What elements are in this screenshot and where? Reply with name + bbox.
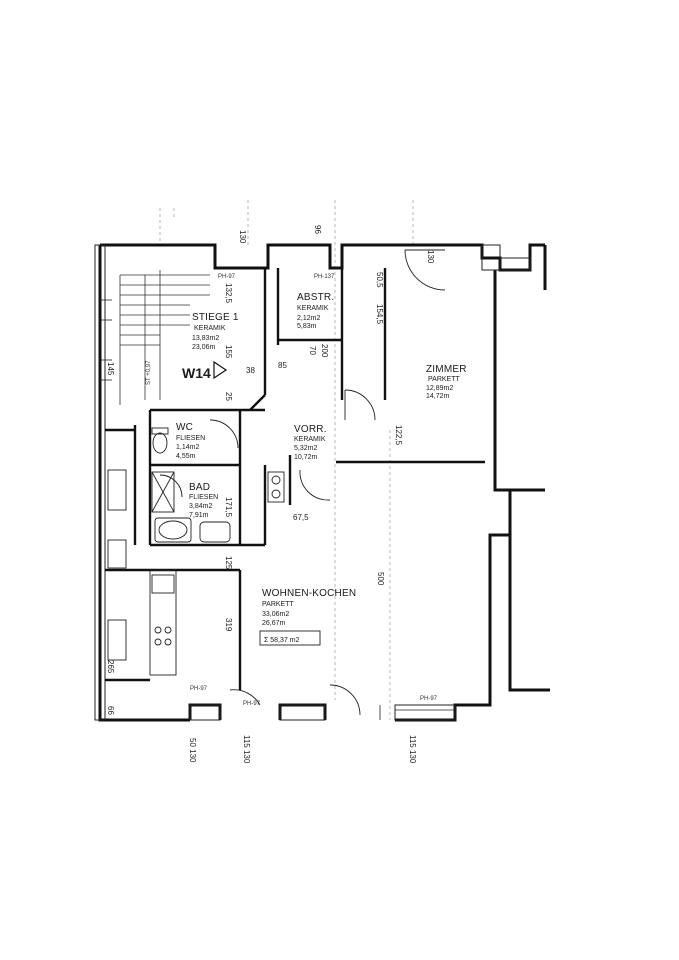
windows — [100, 299, 455, 720]
svg-text:14,72m: 14,72m — [426, 393, 450, 400]
svg-text:1,14m2: 1,14m2 — [176, 444, 199, 451]
svg-text:96: 96 — [313, 225, 322, 234]
svg-text:155: 155 — [224, 345, 233, 359]
svg-text:FLIESEN: FLIESEN — [189, 494, 218, 501]
svg-text:23,06m: 23,06m — [192, 344, 216, 351]
svg-text:38: 38 — [246, 366, 255, 375]
ph-tags: PH-97 PH-137 PH-97 PH-97 PH-97 — [190, 274, 438, 707]
svg-text:KERAMIK: KERAMIK — [194, 325, 226, 332]
svg-text:85: 85 — [278, 361, 287, 370]
svg-text:115 130: 115 130 — [242, 735, 251, 764]
svg-text:W14: W14 — [182, 365, 211, 381]
svg-text:26,67m: 26,67m — [262, 620, 286, 627]
svg-text:130: 130 — [238, 230, 247, 244]
svg-text:ABSTR.: ABSTR. — [297, 292, 334, 303]
svg-text:FLIESEN: FLIESEN — [176, 435, 205, 442]
svg-text:125: 125 — [224, 556, 233, 570]
door-swings — [159, 249, 446, 716]
svg-text:BAD: BAD — [189, 482, 210, 493]
svg-text:265: 265 — [106, 660, 115, 674]
svg-text:ZIMMER: ZIMMER — [426, 364, 467, 375]
unit-label: W14 — [182, 360, 228, 381]
svg-text:VORR.: VORR. — [294, 424, 327, 435]
svg-text:PH-97: PH-97 — [420, 696, 438, 702]
svg-text:STIEGE 1: STIEGE 1 — [192, 312, 239, 323]
svg-text:25: 25 — [224, 392, 233, 401]
svg-text:500: 500 — [376, 572, 385, 586]
room-wohnen-kochen: WOHNEN-KOCHEN PARKETT 33,06m2 26,67m — [262, 588, 356, 627]
total-area-box: Σ 58,37 m2 — [259, 630, 321, 646]
room-abstr: ABSTR. KERAMIK 2,12m2 5,83m — [297, 292, 334, 330]
svg-text:122,5: 122,5 — [394, 425, 403, 446]
room-vorr: VORR. KERAMIK 5,32m2 10,72m — [294, 424, 327, 461]
svg-text:7,91m: 7,91m — [189, 512, 209, 519]
room-bad: BAD FLIESEN 3,84m2 7,91m — [189, 482, 218, 519]
svg-text:PARKETT: PARKETT — [262, 601, 294, 608]
fixtures — [107, 427, 285, 676]
svg-text:154,5: 154,5 — [375, 304, 384, 325]
svg-text:ST +0,97: ST +0,97 — [146, 360, 152, 385]
svg-text:319: 319 — [224, 618, 233, 632]
room-stiege: STIEGE 1 KERAMIK 13,83m2 23,06m — [192, 312, 239, 351]
svg-text:33,06m2: 33,06m2 — [262, 611, 289, 618]
room-zimmer: ZIMMER PARKETT 12,89m2 14,72m — [426, 364, 467, 400]
svg-text:KERAMIK: KERAMIK — [297, 305, 329, 312]
svg-text:PARKETT: PARKETT — [428, 376, 460, 383]
stair-treads — [119, 270, 210, 405]
svg-text:10,72m: 10,72m — [294, 454, 318, 461]
svg-text:4,55m: 4,55m — [176, 453, 196, 460]
exterior-walls — [98, 243, 550, 722]
svg-text:145: 145 — [106, 362, 115, 376]
svg-text:12,89m2: 12,89m2 — [426, 385, 453, 392]
svg-text:5,83m: 5,83m — [297, 323, 317, 330]
svg-text:3,84m2: 3,84m2 — [189, 503, 212, 510]
svg-text:115 130: 115 130 — [408, 735, 417, 764]
svg-text:PH-97: PH-97 — [218, 274, 236, 280]
svg-text:2,12m2: 2,12m2 — [297, 315, 320, 322]
svg-text:130: 130 — [426, 250, 435, 264]
svg-text:66: 66 — [106, 706, 115, 715]
svg-text:5,32m2: 5,32m2 — [294, 445, 317, 452]
room-wc: WC FLIESEN 1,14m2 4,55m — [176, 422, 205, 460]
svg-text:171,5: 171,5 — [224, 497, 233, 518]
svg-text:50,5: 50,5 — [375, 272, 384, 288]
svg-text:67,5: 67,5 — [293, 513, 309, 522]
svg-text:PH-97: PH-97 — [243, 701, 261, 707]
svg-text:WC: WC — [176, 422, 193, 433]
dimension-labels: 130 96 130 132,5 155 145 38 25 154,5 50,… — [106, 225, 435, 764]
stair-note: ST +0,97 — [146, 360, 152, 385]
svg-text:200: 200 — [320, 344, 329, 358]
svg-text:Σ 58,37 m2: Σ 58,37 m2 — [264, 637, 300, 644]
grid-lines — [159, 200, 414, 720]
wall-hatching — [94, 244, 531, 721]
svg-text:PH-97: PH-97 — [190, 686, 208, 692]
svg-text:70: 70 — [308, 346, 317, 355]
svg-text:PH-137: PH-137 — [314, 274, 335, 280]
svg-text:132,5: 132,5 — [224, 283, 233, 304]
interior-walls — [105, 268, 485, 690]
svg-text:50 130: 50 130 — [188, 738, 197, 763]
svg-text:13,83m2: 13,83m2 — [192, 335, 219, 342]
svg-text:WOHNEN-KOCHEN: WOHNEN-KOCHEN — [262, 588, 356, 599]
svg-text:KERAMIK: KERAMIK — [294, 436, 326, 443]
